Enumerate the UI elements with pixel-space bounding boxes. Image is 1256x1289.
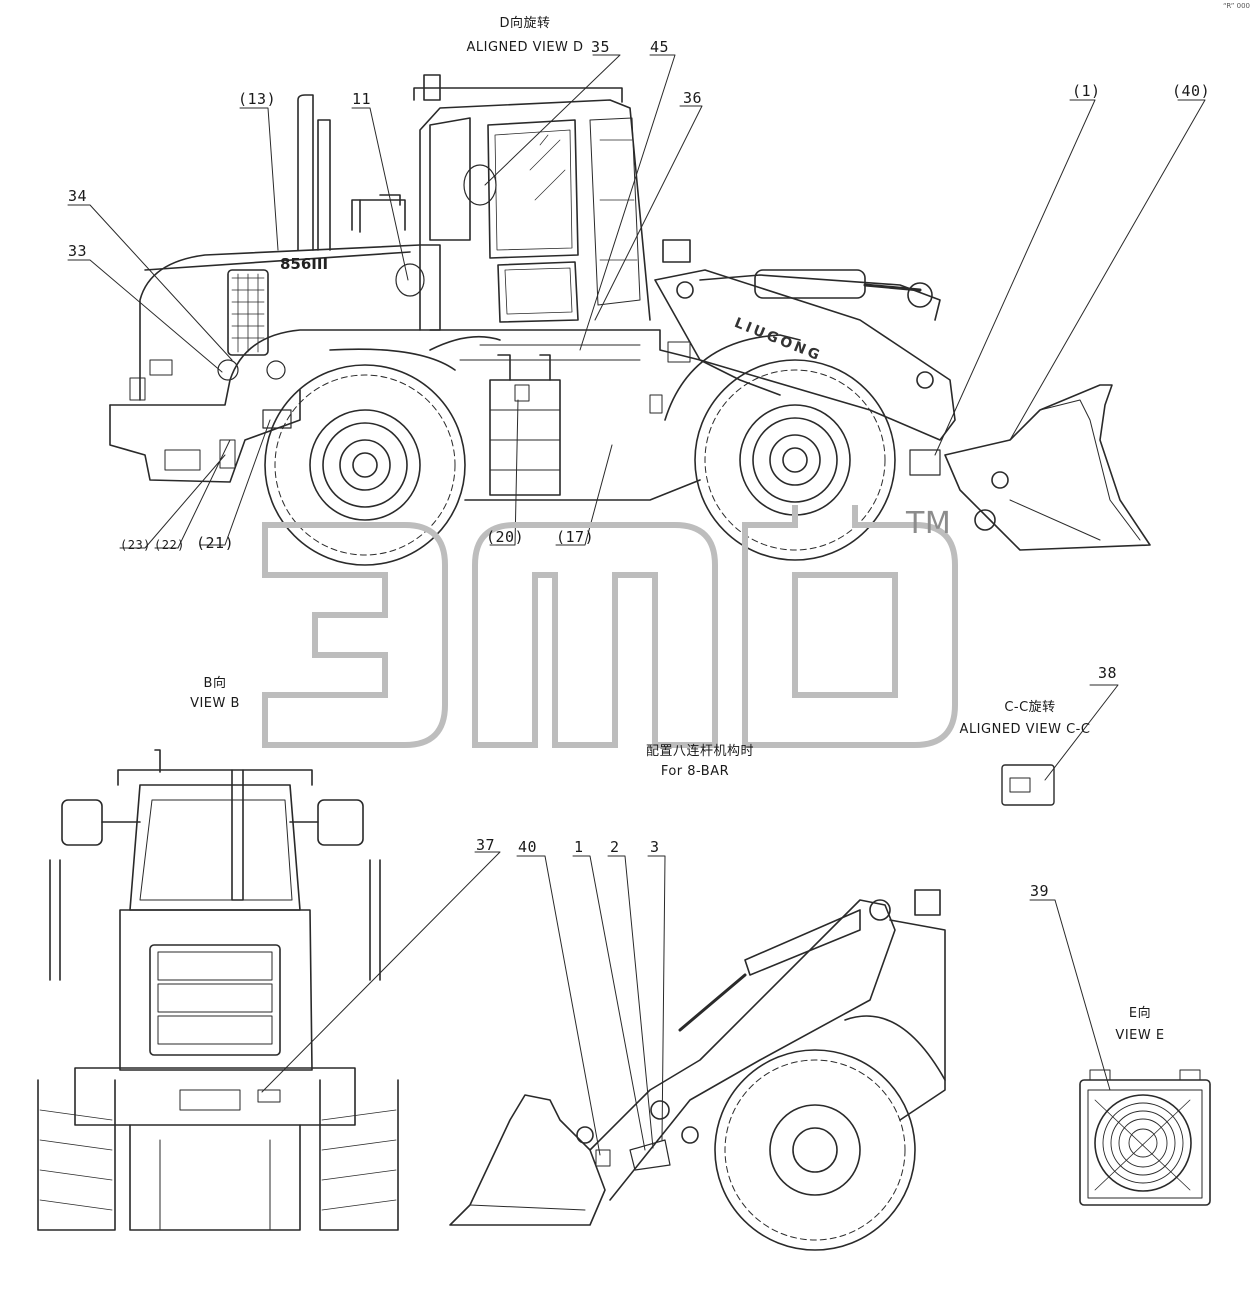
rear-cab-frame bbox=[129, 784, 301, 911]
callout-3: 3 bbox=[650, 838, 660, 856]
callout-21: (21) bbox=[196, 534, 235, 552]
leader-39 bbox=[1029, 899, 1111, 1091]
view-cc-caption-cn: C-C旋转 bbox=[1004, 700, 1056, 715]
callout-40-paren: (40) bbox=[1172, 82, 1211, 100]
eight-bar-bucket bbox=[449, 1094, 606, 1226]
front-wheel-side bbox=[694, 359, 896, 561]
callout-33: 33 bbox=[68, 242, 88, 260]
view-d-caption-en: ALIGNED VIEW D bbox=[466, 40, 584, 55]
cab-frame bbox=[419, 99, 651, 331]
callout-23: (23) bbox=[120, 538, 151, 552]
cab-door-window bbox=[429, 117, 471, 241]
aligned-view-cc-decal bbox=[1001, 764, 1055, 806]
side-grille bbox=[227, 269, 269, 356]
callout-11: 11 bbox=[352, 90, 372, 108]
callout-40: 40 bbox=[518, 838, 538, 856]
decal-front bbox=[909, 449, 941, 476]
rear-view-b-loader bbox=[37, 749, 399, 1231]
cooling-fan bbox=[1094, 1094, 1192, 1192]
leader-37 bbox=[261, 851, 501, 1093]
callout-45: 45 bbox=[650, 38, 670, 56]
radiator-frame bbox=[1079, 1079, 1211, 1206]
rear-counterweight bbox=[109, 389, 301, 483]
rear-tire-left bbox=[37, 1079, 116, 1231]
callout-17: (17) bbox=[556, 528, 595, 546]
side-view-loader bbox=[109, 74, 1151, 566]
eight-bar-wheel bbox=[714, 1049, 916, 1251]
boom-arm bbox=[654, 269, 956, 441]
callout-34: 34 bbox=[68, 187, 88, 205]
rear-hood bbox=[119, 909, 313, 1071]
callout-13: (13) bbox=[238, 90, 277, 108]
callout-39: 39 bbox=[1030, 882, 1050, 900]
callout-1: 1 bbox=[574, 838, 584, 856]
eight-bar-caption-en: For 8-BAR bbox=[660, 764, 730, 779]
callout-2: 2 bbox=[610, 838, 620, 856]
callout-1-paren: (1) bbox=[1072, 82, 1101, 100]
watermark-tm: TM bbox=[906, 506, 952, 541]
cab-main-window bbox=[487, 119, 579, 259]
view-b-caption-en: VIEW B bbox=[190, 696, 240, 711]
callout-35: 35 bbox=[591, 38, 611, 56]
eight-bar-cylinder bbox=[744, 909, 861, 976]
leader-lines-eight-bar bbox=[516, 855, 666, 1156]
view-e-radiator bbox=[1079, 1069, 1211, 1206]
callout-38: 38 bbox=[1098, 664, 1118, 682]
callout-37: 37 bbox=[476, 836, 496, 854]
rear-wheel-side bbox=[264, 364, 466, 566]
rear-tire-right bbox=[319, 1079, 399, 1231]
callout-20: (20) bbox=[486, 528, 525, 546]
model-badge: 856III bbox=[280, 255, 329, 273]
rear-exhaust bbox=[231, 769, 244, 901]
engine-hood bbox=[109, 244, 441, 406]
corner-note: “R” 000 bbox=[1222, 2, 1250, 10]
view-d-caption-cn: D向旋转 bbox=[499, 16, 551, 31]
exhaust-pipe bbox=[297, 94, 314, 251]
lift-cylinder bbox=[754, 269, 866, 299]
eight-bar-boom bbox=[589, 899, 896, 1201]
rear-grille bbox=[149, 944, 281, 1056]
air-intake-pipe bbox=[317, 119, 331, 251]
callout-36: 36 bbox=[683, 89, 703, 107]
eight-bar-caption-cn: 配置八连杆机构时 bbox=[645, 744, 754, 759]
step-ladder bbox=[489, 379, 561, 496]
view-b-caption-cn: B向 bbox=[203, 676, 227, 691]
view-e-caption-cn: E向 bbox=[1128, 1006, 1152, 1021]
eight-bar-loader bbox=[449, 889, 946, 1251]
rear-counterweight-b bbox=[74, 1067, 356, 1126]
view-e-caption-en: VIEW E bbox=[1115, 1028, 1165, 1043]
callout-22: (22) bbox=[154, 538, 185, 552]
view-cc-caption-en: ALIGNED VIEW C-C bbox=[959, 722, 1091, 737]
